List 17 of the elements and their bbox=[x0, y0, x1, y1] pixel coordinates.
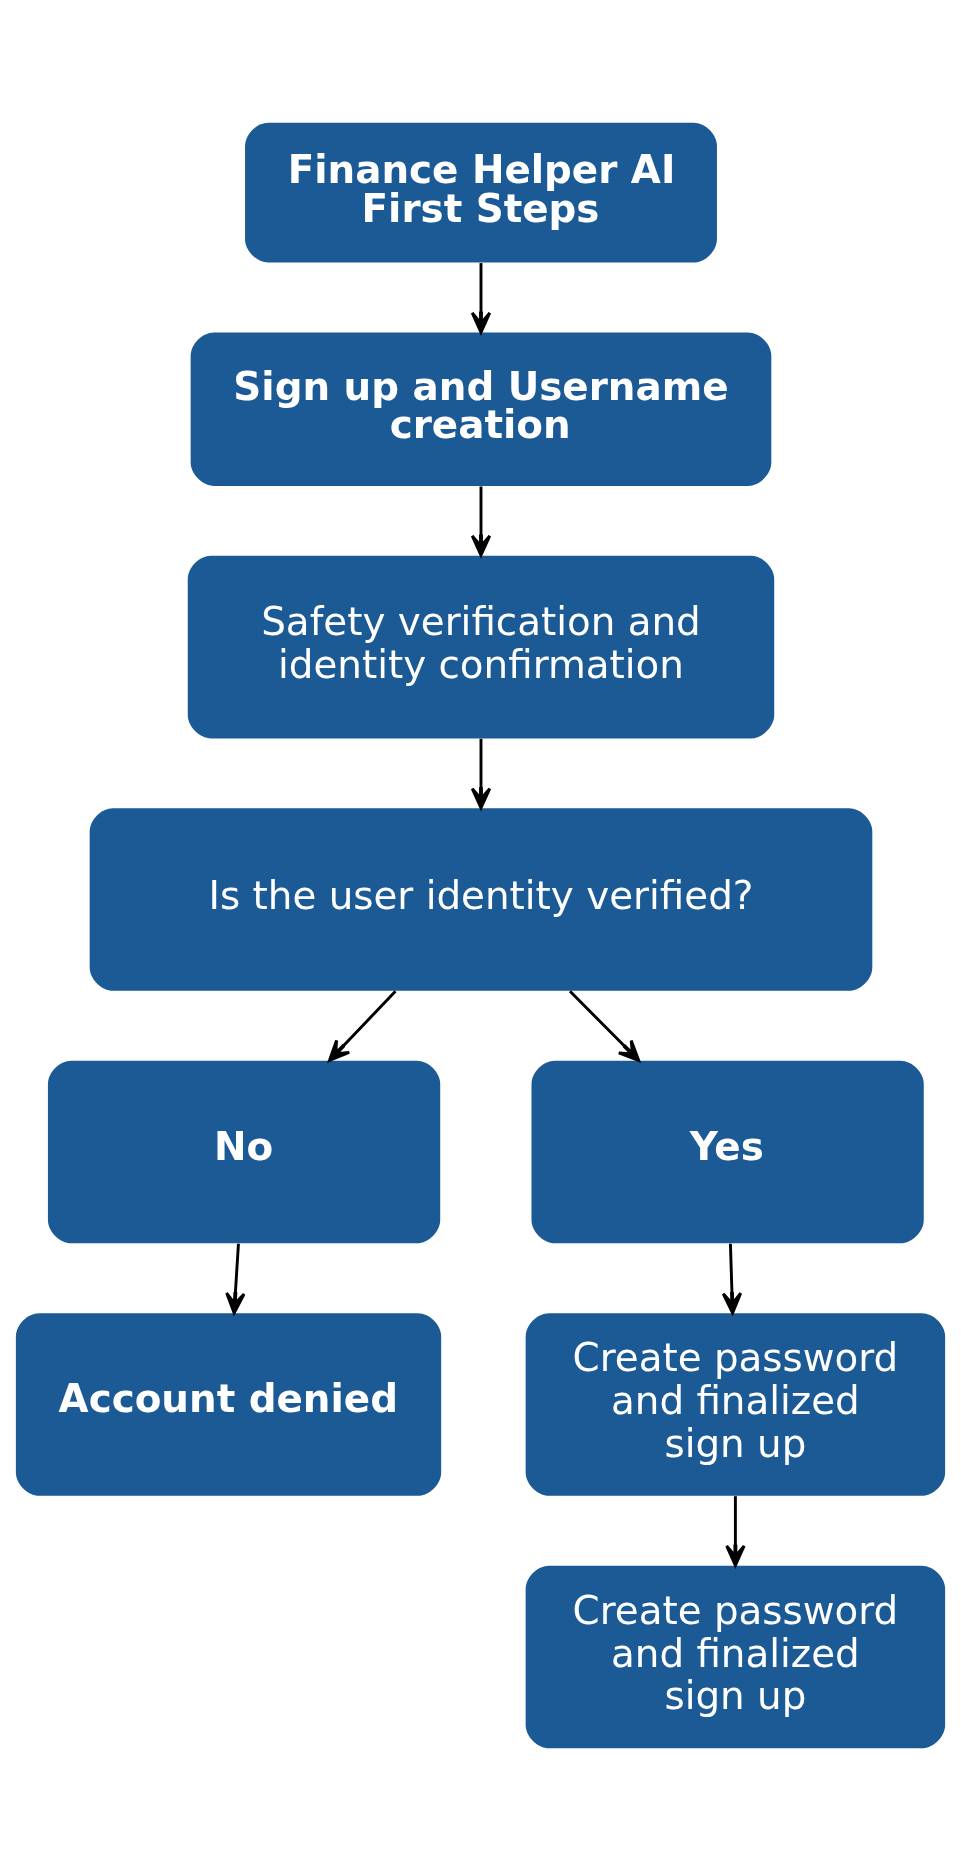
arrow bbox=[470, 262, 492, 334]
arrow bbox=[725, 1495, 746, 1567]
node-box: Yes bbox=[531, 1060, 924, 1243]
arrow bbox=[569, 989, 641, 1062]
node-box: Safety verification and identity confirmation bbox=[187, 555, 775, 738]
arrow bbox=[721, 1243, 743, 1314]
node-box: Account denied bbox=[15, 1312, 442, 1496]
node-box: Sign up and Username creation bbox=[190, 332, 772, 486]
node-box: Create password and finalized sign up bbox=[525, 1312, 946, 1496]
node-box: No bbox=[47, 1060, 441, 1243]
node-box: Is the user identity verified? bbox=[89, 807, 873, 991]
node-box: Create password and finalized sign up bbox=[525, 1565, 946, 1748]
arrow bbox=[470, 738, 492, 809]
node-box: Finance Helper AI First Steps bbox=[245, 122, 717, 263]
arrow bbox=[470, 486, 492, 557]
arrow bbox=[225, 1243, 246, 1314]
arrow bbox=[328, 989, 397, 1062]
